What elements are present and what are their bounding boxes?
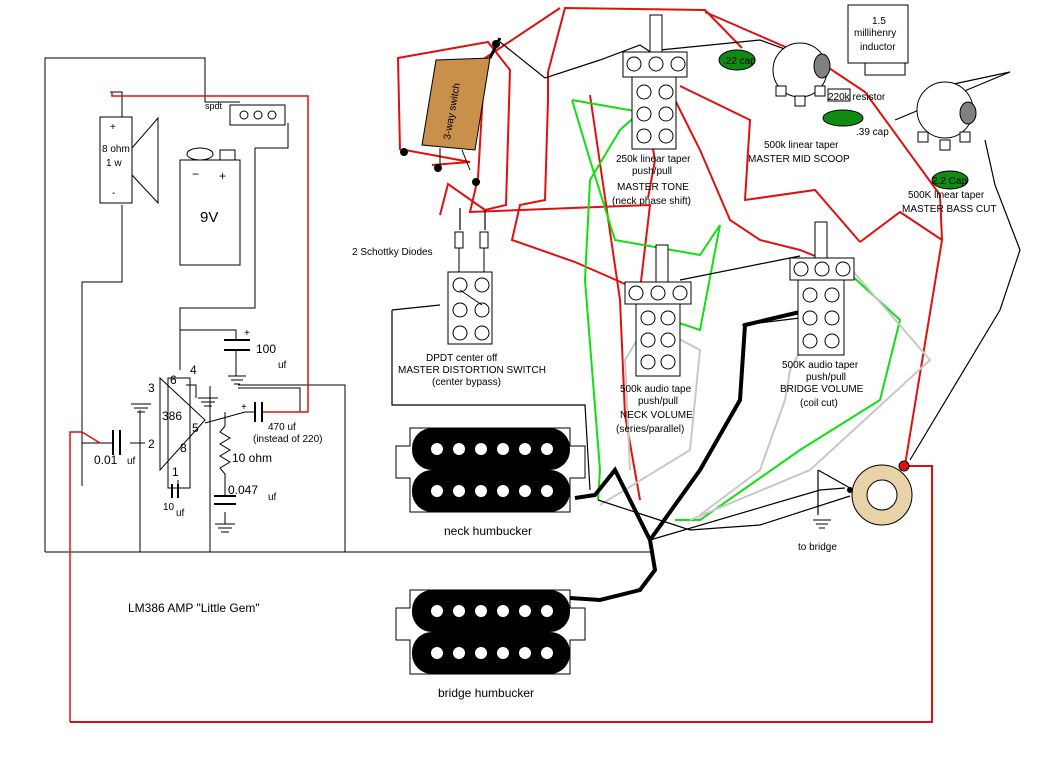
dpdt-line1: DPDT center off (426, 353, 498, 364)
black-wires (391, 39, 1021, 541)
bvol-line1: 500K audio taper (782, 360, 859, 371)
potentiometer-master-tone: 250k linear taper push/pull MASTER TONE … (612, 14, 691, 207)
nvol-line1: 500k audio tape (620, 384, 692, 395)
speaker-ohm-label: 8 ohm (102, 144, 130, 155)
tone-line1: 250k linear taper (616, 154, 691, 165)
cap-10-value: 10 (163, 502, 175, 513)
battery-plus-label: + (219, 169, 226, 183)
inductor: 1.5 millihenry inductor (847, 4, 909, 76)
cap-100-unit: uf (278, 360, 287, 371)
neck-poles (431, 443, 553, 497)
thick-black-wire (569, 466, 658, 603)
cap-22-label: .22 cap (723, 56, 756, 67)
nvol-line4: (series/parallel) (616, 424, 684, 435)
bvol-line2: push/pull (806, 372, 846, 383)
capacitor-022: .22 cap (718, 49, 756, 71)
pin4-label: 4 (190, 363, 197, 377)
spdt-label: spdt (205, 101, 223, 111)
dpdt-line2: MASTER DISTORTION SWITCH (398, 365, 546, 376)
cap-470-value: 470 uf (268, 422, 296, 433)
chip-label: 386 (162, 409, 182, 423)
resistor-icon: 10 ohm (219, 425, 272, 480)
cap-100-plus: + (244, 328, 250, 339)
cap-470-plus: + (241, 402, 247, 413)
bass-line1: 500K linear taper (908, 190, 985, 201)
schottky-label: 2 Schottky Diodes (352, 247, 433, 258)
cap-39-label: .39 cap (856, 127, 889, 138)
cap-10-unit: uf (176, 508, 185, 519)
amp-red-wire (111, 92, 309, 413)
output-red-wire (70, 465, 933, 723)
capacitor-10uf: 10 uf (163, 484, 185, 519)
nvol-line3: NECK VOLUME (620, 410, 693, 421)
dpdt-line3: (center bypass) (432, 377, 501, 388)
humbucker-bridge-icon: bridge humbucker (395, 589, 586, 700)
amp-circuit (44, 57, 650, 553)
three-way-switch: 3-way switch (400, 37, 502, 186)
capacitor-0047uf: 0.047 uf (214, 483, 277, 505)
mid-line1: 500k linear taper (764, 140, 839, 151)
capacitor-001uf: 0.01 uf (94, 430, 136, 467)
tone-line3: MASTER TONE (617, 182, 689, 193)
cap-0047-value: 0.047 (228, 483, 258, 497)
speaker-plus-label: + (110, 122, 116, 133)
mid-line2: MASTER MID SCOOP (748, 154, 850, 165)
jack-icon (847, 460, 913, 526)
bridge-humbucker-label: bridge humbucker (438, 686, 534, 700)
battery-voltage-label: 9V (200, 209, 218, 226)
potentiometer-bridge-volume: 500K audio taper push/pull BRIDGE VOLUME… (780, 221, 864, 409)
spdt-switch: spdt (205, 101, 286, 126)
cap-001-value: 0.01 (94, 453, 118, 467)
inductor-line1: 1.5 (872, 16, 886, 27)
potentiometer-mid-scoop: 500k linear taper MASTER MID SCOOP (748, 42, 850, 165)
capacitor-100uf: + 100 uf (224, 328, 287, 371)
cap-22b-label: 2.2 Cap (932, 176, 967, 187)
battery-minus-label: − (192, 167, 199, 181)
bvol-line3: BRIDGE VOLUME (780, 384, 864, 395)
pin1-label: 1 (172, 465, 179, 479)
potentiometer-neck-volume: 500k audio tape push/pull NECK VOLUME (s… (616, 244, 693, 435)
thick-black-wire-2 (648, 310, 801, 542)
neck-humbucker-label: neck humbucker (444, 524, 532, 538)
pin5-label: 5 (192, 421, 199, 435)
battery-icon: − + 9V (179, 147, 241, 266)
lm386-chip: 386 3 6 4 2 8 5 1 (148, 363, 206, 489)
speaker-minus-label: - (112, 188, 115, 199)
speaker-icon: + 8 ohm 1 w - (99, 116, 159, 205)
capacitor-470uf: + 470 uf (instead of 220) (241, 402, 323, 445)
pin2-label: 2 (148, 437, 155, 451)
bridge-poles (431, 605, 553, 659)
diode-icon: 2 Schottky Diodes (352, 231, 489, 275)
res-10-label: 10 ohm (232, 451, 272, 465)
pin6-label: 6 (170, 373, 177, 387)
cap-470-note: (instead of 220) (253, 434, 323, 445)
pin3-label: 3 (148, 381, 155, 395)
resistor-220k-label: 220k resistor (828, 92, 886, 103)
tone-line2: push/pull (632, 166, 672, 177)
cap-001-unit: uf (127, 456, 136, 467)
nvol-line2: push/pull (638, 396, 678, 407)
bvol-line4: (coil cut) (800, 398, 838, 409)
speaker-watt-label: 1 w (106, 158, 122, 169)
capacitor-039: .39 cap (822, 109, 889, 138)
amp-title: LM386 AMP "Little Gem" (128, 601, 260, 615)
inductor-line3: inductor (860, 42, 896, 53)
humbucker-icon: neck humbucker (395, 427, 586, 538)
inductor-line2: millihenry (854, 28, 896, 39)
to-bridge-label: to bridge (798, 542, 837, 553)
cap-100-value: 100 (256, 342, 276, 356)
potentiometer-bass-cut: 2.2 Cap 500K linear taper MASTER BASS CU… (902, 81, 996, 215)
bass-line2: MASTER BASS CUT (902, 204, 996, 215)
tone-line4: (neck phase shift) (612, 196, 691, 207)
cap-0047-unit: uf (268, 492, 277, 503)
resistor-220k: 220k resistor (827, 88, 886, 103)
ground-icon (131, 375, 831, 533)
dpdt-switch: DPDT center off MASTER DISTORTION SWITCH… (398, 271, 546, 388)
amp-output-red-wire (69, 431, 101, 722)
pin8-label: 8 (180, 441, 187, 455)
